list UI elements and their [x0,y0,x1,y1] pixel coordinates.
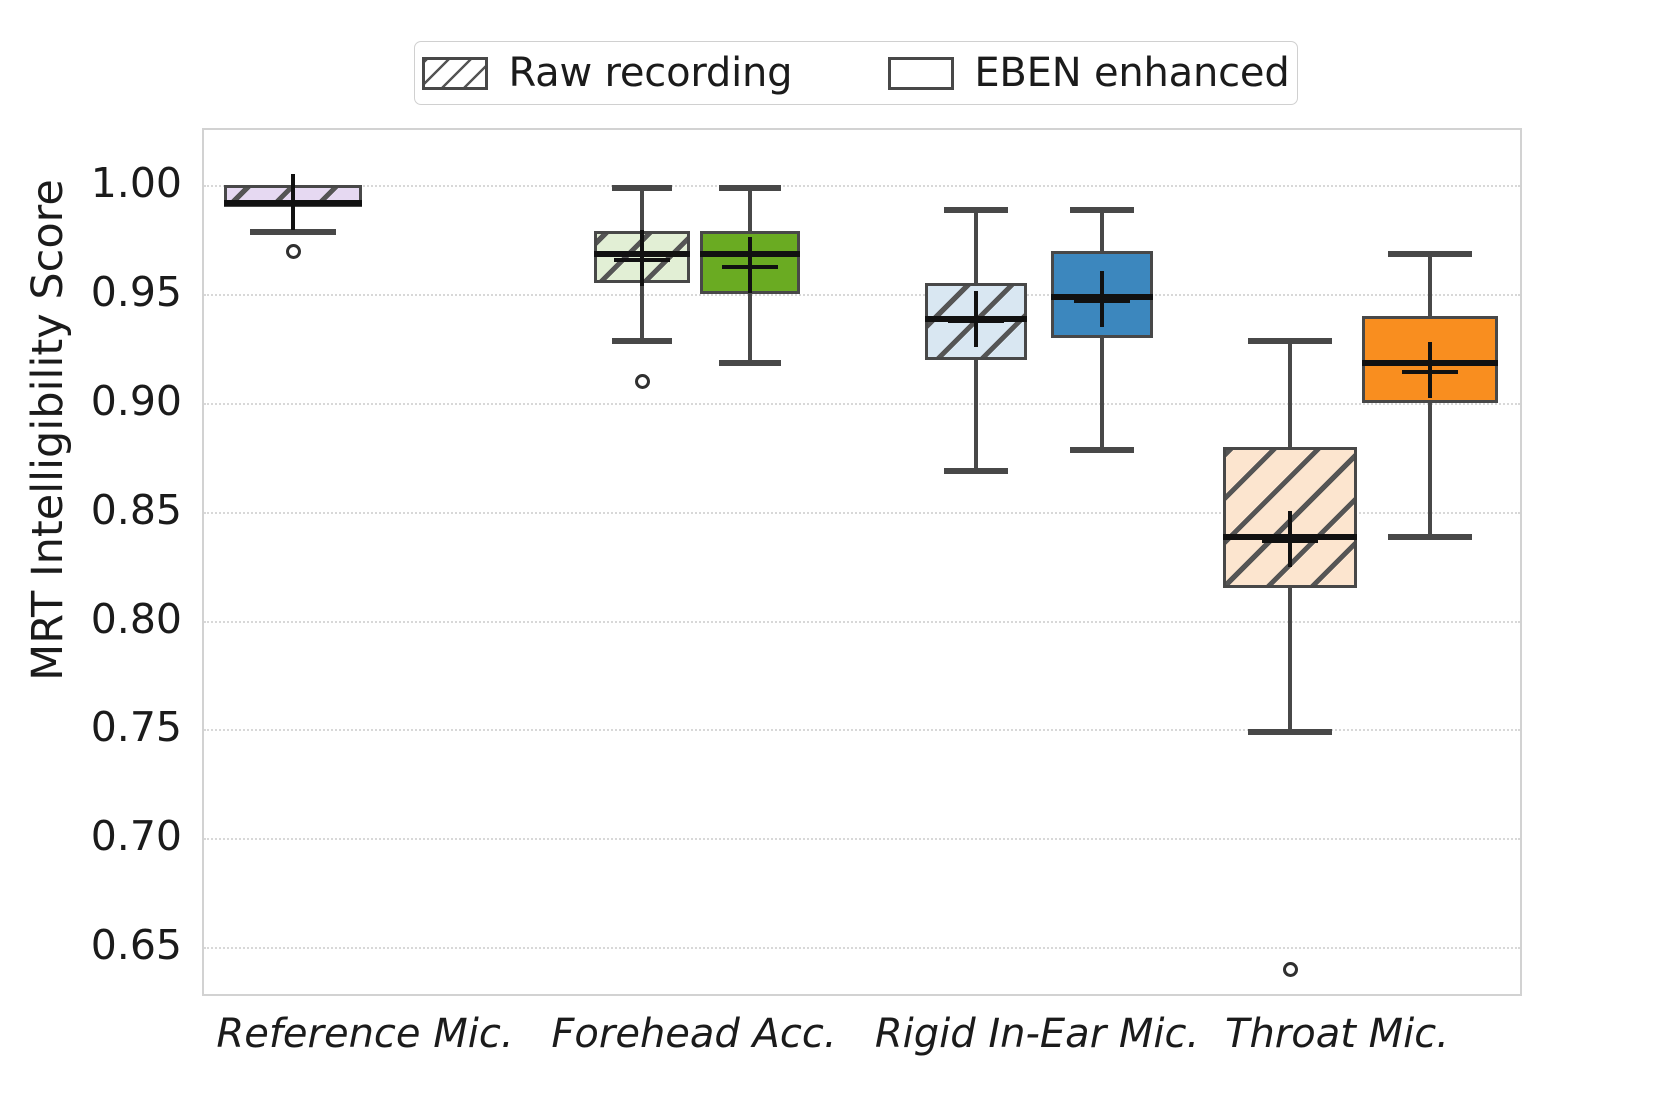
gridline [204,838,1520,841]
y-axis-tick-label: 0.95 [90,268,182,317]
mean-marker-vertical [1100,270,1104,327]
whisker-lower [748,294,752,360]
x-axis-tick-label: Rigid In-Ear Mic. [874,1011,1200,1057]
cap-lower [944,468,1008,475]
gridline [204,729,1520,732]
mean-marker-vertical [974,291,978,348]
y-axis-tick-label: 0.65 [90,921,182,970]
whisker-lower [1288,588,1292,730]
whisker-upper [640,185,644,232]
mean-marker-vertical [748,236,752,293]
legend-label-eben-enhanced: EBEN enhanced [974,50,1290,96]
outlier-point [286,243,301,259]
cap-upper [944,207,1008,214]
y-axis-tick-label: 0.75 [90,703,182,752]
mean-marker-vertical [640,230,644,287]
outlier-point [1283,961,1298,977]
cap-upper [1070,207,1134,214]
cap-upper [1248,337,1332,344]
gridline [204,947,1520,950]
plot-area [202,128,1522,996]
mean-marker-vertical [291,173,295,230]
hatched-box-icon [422,56,489,90]
legend-entry-eben-enhanced: EBEN enhanced [888,50,1290,96]
gridline [204,403,1520,406]
whisker-upper [1288,337,1292,447]
cap-lower [250,229,336,235]
cap-upper [1387,250,1473,257]
x-axis-tick-label: Forehead Acc. [551,1011,837,1057]
outlier-point [635,374,650,390]
whisker-upper [1428,250,1432,317]
whisker-upper [748,185,752,232]
x-axis-tick-label: Reference Mic. [216,1011,514,1057]
cap-lower [719,359,781,366]
whisker-lower [1100,337,1104,447]
cap-upper [719,185,781,192]
plain-box-icon [888,56,955,90]
cap-upper [612,185,672,192]
whisker-lower [974,359,978,469]
legend-entry-raw-recording: Raw recording [422,50,793,96]
gridline [204,511,1520,514]
chart-legend: Raw recording EBEN enhanced [414,41,1298,105]
mean-marker-vertical [1428,342,1432,399]
gridline [204,294,1520,297]
cap-lower [1387,533,1473,540]
whisker-upper [974,207,978,284]
whisker-lower [640,283,644,338]
y-axis-tick-label: 0.80 [90,594,182,643]
y-axis-tick-label: 1.00 [90,159,182,208]
plot-inner [204,130,1520,994]
mean-marker-vertical [1288,511,1292,568]
cap-lower [1070,446,1134,453]
y-axis-tick-label: 0.70 [90,812,182,861]
y-axis-title: MRT Intelligibility Score [23,179,73,681]
y-axis-tick-label: 0.90 [90,377,182,426]
x-axis-tick-label: Throat Mic. [1225,1011,1449,1057]
cap-lower [1248,729,1332,736]
whisker-upper [1100,207,1104,251]
legend-label-raw-recording: Raw recording [508,50,793,96]
gridline [204,185,1520,188]
cap-lower [612,337,672,344]
whisker-lower [1428,403,1432,534]
gridline [204,620,1520,623]
y-axis-tick-label: 0.85 [90,485,182,534]
